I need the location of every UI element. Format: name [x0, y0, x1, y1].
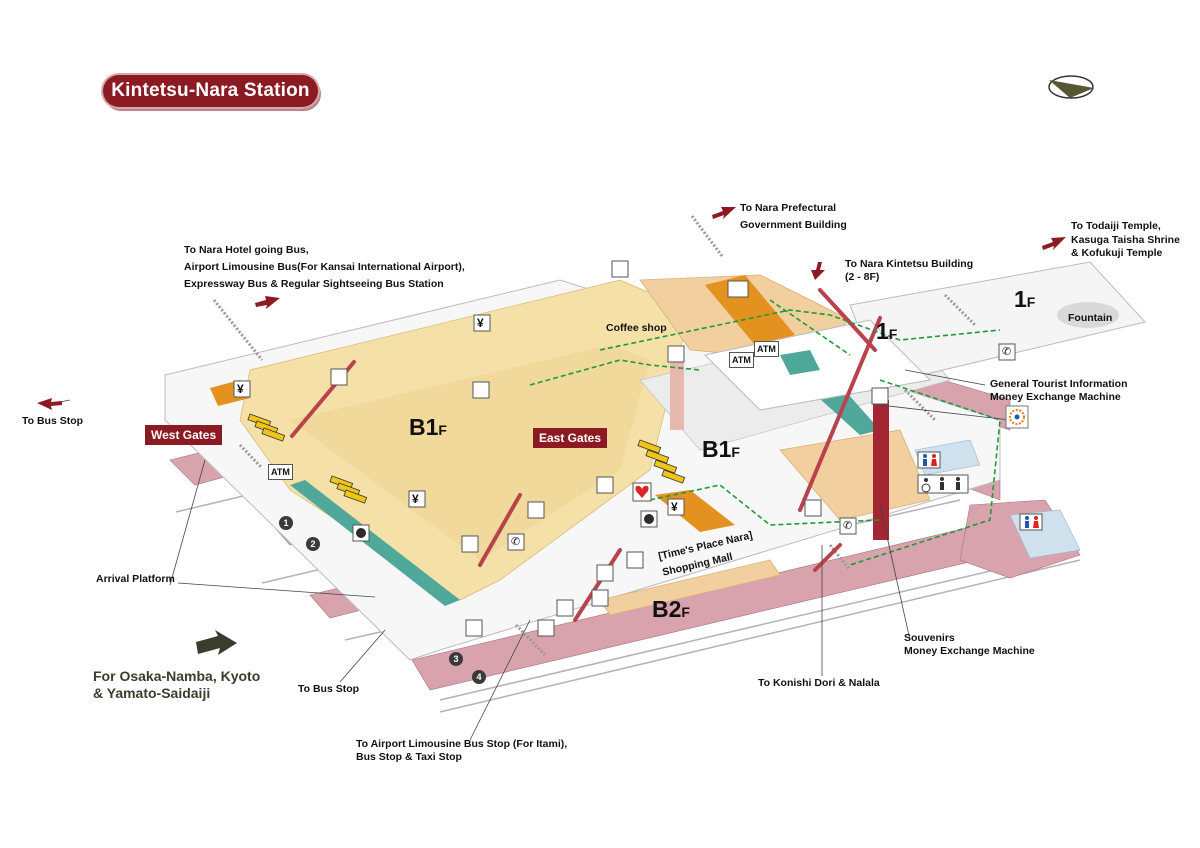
souvenirs-label-1: Souvenirs — [904, 632, 955, 644]
osaka-destination-line-1: For Osaka-Namba, Kyoto — [93, 668, 261, 684]
floor-label-1f-right: 1F — [1014, 286, 1036, 312]
taxi-icon — [727, 280, 749, 298]
teal-b1-floor — [780, 350, 820, 375]
b1-east-lower — [779, 429, 931, 521]
yen-icon-4: ¥ — [671, 500, 678, 514]
ticket-gates-west — [247, 413, 368, 504]
locker-icons — [461, 260, 822, 637]
transfer-route — [529, 299, 1001, 566]
arrival-platform-label: Arrival Platform — [96, 573, 175, 585]
b1-west-floor-shade — [290, 345, 650, 560]
osaka-direction-arrow — [196, 630, 237, 655]
yen-icon-1: ¥ — [237, 382, 244, 396]
yen-box-shapes — [233, 314, 685, 516]
yen-icon-3: ¥ — [412, 492, 419, 506]
station-title: Kintetsu-Nara Station — [111, 80, 310, 101]
nara-hotel-label-3: Expressway Bus & Regular Sightseeing Bus… — [184, 278, 444, 290]
no-entry-icon — [356, 528, 366, 538]
tourist-info-label-1: General Tourist Information — [990, 378, 1128, 390]
konishi-dori-label: To Konishi Dori & Nalala — [758, 677, 880, 689]
phone-icon-1: ✆ — [511, 536, 521, 548]
phone-box-shapes-3 — [998, 343, 1016, 361]
currency-exchange-icon — [330, 368, 348, 386]
yen-icon-2: ¥ — [477, 316, 484, 330]
toilet-icon-b2 — [1019, 513, 1043, 531]
nara-hotel-label-1: To Nara Hotel going Bus, — [184, 244, 309, 256]
accessible-facilities-icon — [917, 474, 969, 494]
airport-limousine-label-1: To Airport Limousine Bus Stop (For Itami… — [356, 738, 568, 750]
tourist-info-label-2: Money Exchange Machine — [990, 391, 1121, 403]
to-bus-stop-bottom-label: To Bus Stop — [298, 683, 360, 695]
leader-lines — [44, 369, 1011, 741]
phone-icon-2: ✆ — [843, 520, 853, 532]
platform-number-2: 2 — [306, 537, 320, 551]
toilet-icon — [917, 451, 941, 469]
shopping-mall — [599, 559, 781, 616]
compass-icon — [1048, 75, 1094, 99]
floor-label-b2: B2F — [652, 596, 690, 622]
atm-icon-1f-b: ATM — [754, 341, 779, 357]
todaiji-label-1: To Todaiji Temple, — [1071, 220, 1161, 232]
elevator-icons — [667, 345, 889, 405]
phone-icon-3: ✆ — [1002, 346, 1012, 358]
platform-number-4: 4 — [472, 670, 486, 684]
no-entry-icon-2 — [644, 514, 654, 524]
prefectural-label-2: Government Building — [740, 219, 847, 231]
ticket-gates-east — [637, 439, 686, 484]
elevator-shaft-east — [873, 400, 889, 540]
osaka-destination-line-2: & Yamato-Saidaiji — [93, 685, 211, 701]
fountain-label: Fountain — [1068, 312, 1113, 324]
todaiji-label-3: & Kofukuji Temple — [1071, 247, 1163, 259]
phone-box-shapes — [507, 533, 525, 551]
fountain-shape — [1057, 302, 1119, 328]
phone-box-shapes-2 — [839, 517, 857, 535]
floor-label-b1-west: B1F — [409, 414, 447, 440]
atm-icon-west: ATM — [268, 464, 293, 480]
todaiji-label-2: Kasuga Taisha Shrine — [1071, 234, 1180, 246]
prefectural-label-1: To Nara Prefectural — [740, 202, 837, 214]
exit-arrows — [37, 207, 1066, 410]
nara-hotel-label-2: Airport Limousine Bus(For Kansai Interna… — [184, 261, 465, 273]
floor-label-1f-center: 1F — [876, 318, 898, 344]
kintetsu-building-label-1: To Nara Kintetsu Building — [845, 258, 974, 270]
to-bus-stop-left-label: To Bus Stop — [22, 415, 84, 427]
tourist-info-icon — [1005, 405, 1029, 429]
station-title-pill: Kintetsu-Nara Station — [103, 75, 318, 107]
elevator-shaft-coffee — [670, 360, 684, 430]
platform-number-3: 3 — [449, 652, 463, 666]
east-gates-label: East Gates — [533, 428, 608, 448]
kintetsu-building-label-2: (2 - 8F) — [845, 271, 880, 283]
west-gates-label: West Gates — [145, 425, 223, 445]
floor-label-b1-east: B1F — [702, 436, 740, 462]
airport-limousine-label-2: Bus Stop & Taxi Stop — [356, 751, 462, 763]
platform-number-1: 1 — [279, 516, 293, 530]
coffee-shop-label: Coffee shop — [606, 322, 667, 334]
heart-icon — [635, 485, 649, 498]
souvenirs-label-2: Money Exchange Machine — [904, 645, 1035, 657]
atm-icon-1f-a: ATM — [729, 352, 754, 368]
